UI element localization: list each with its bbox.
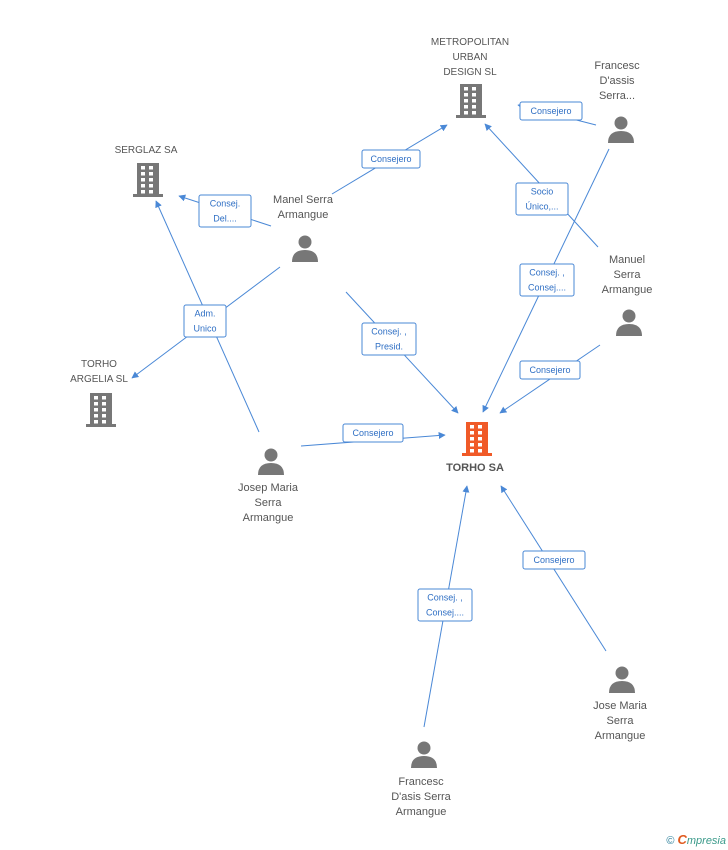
node-label: URBAN: [452, 52, 487, 63]
edge-label: Adm.: [194, 309, 215, 319]
edge-label: Del....: [213, 214, 237, 224]
node-francesc-top[interactable]: FrancescD'assisSerra...: [594, 60, 640, 143]
node-label: Serra: [614, 269, 642, 281]
edge[interactable]: Consej. Del....: [178, 194, 272, 228]
building-icon[interactable]: [86, 393, 116, 427]
node-label: DESIGN SL: [443, 67, 497, 78]
edge[interactable]: Consejero: [500, 485, 607, 652]
node-label: TORHO: [81, 359, 117, 370]
node-label: Serra: [607, 715, 635, 727]
brand-logo-initial: C: [677, 832, 687, 847]
node-label: Serra: [255, 497, 283, 509]
person-icon[interactable]: [616, 309, 642, 337]
brand-name: mpresia: [686, 835, 726, 847]
nodes: METROPOLITAN URBAN DESIGN SL SERGLAZ SA TORH…: [70, 37, 652, 818]
building-icon[interactable]: [133, 163, 163, 197]
person-icon[interactable]: [608, 116, 634, 144]
node-label: METROPOLITAN: [431, 37, 509, 48]
copyright-icon: ©: [666, 835, 675, 847]
edge-label: Consej. ,: [529, 268, 565, 278]
edge[interactable]: Consejero: [517, 101, 597, 126]
edge-label: Consej. ,: [427, 593, 463, 603]
edge-label: Presid.: [375, 342, 403, 352]
edge-label: Consej. ,: [371, 327, 407, 337]
node-label: SERGLAZ SA: [115, 145, 178, 156]
node-label: TORHO SA: [446, 462, 504, 474]
node-label: Francesc: [594, 60, 640, 72]
edge-label-box[interactable]: [519, 101, 583, 121]
brand-footer: ©Cmpresia: [666, 832, 726, 847]
person-icon[interactable]: [292, 235, 318, 263]
node-label: Armangue: [278, 209, 329, 221]
edge-label: Único,...: [525, 202, 558, 212]
node-label: ARGELIA SL: [70, 374, 128, 385]
edge-label-box[interactable]: [361, 322, 417, 356]
node-label: Armangue: [243, 512, 294, 524]
edge-label: Consej....: [426, 608, 464, 618]
edge-label-box[interactable]: [198, 194, 252, 228]
edge-label: Consej.: [210, 199, 241, 209]
node-label: D'asis Serra: [391, 791, 451, 803]
person-icon[interactable]: [609, 666, 635, 694]
edge-label-box[interactable]: [519, 360, 581, 380]
edge-label: Unico: [193, 324, 216, 334]
edge-label: Consejero: [533, 555, 574, 565]
edge-label: Consejero: [529, 365, 570, 375]
edge[interactable]: Consejero: [499, 344, 601, 414]
building-icon[interactable]: [456, 84, 486, 118]
edge[interactable]: Consej. , Presid.: [345, 291, 459, 414]
edge[interactable]: Consejero: [331, 124, 448, 195]
node-label: Manel Serra: [273, 194, 334, 206]
person-icon[interactable]: [258, 448, 284, 476]
edge-label-box[interactable]: [361, 149, 421, 169]
node-label: Armangue: [396, 806, 447, 818]
node-label: D'assis: [599, 75, 635, 87]
person-icon[interactable]: [411, 741, 437, 769]
edge-label-box[interactable]: [183, 304, 227, 338]
edge-label: Socio: [531, 187, 554, 197]
edge-label-box[interactable]: [417, 588, 473, 622]
node-label: Jose Maria: [593, 700, 648, 712]
node-serglaz[interactable]: SERGLAZ SA: [115, 145, 178, 197]
edge-label: Consejero: [370, 154, 411, 164]
edge-label: Consejero: [352, 428, 393, 438]
node-torho-sa[interactable]: TORHO SA: [446, 422, 504, 474]
node-label: Manuel: [609, 254, 645, 266]
edge[interactable]: Consej. , Consej....: [417, 485, 473, 728]
node-torho-argelia[interactable]: TORHO ARGELIA SL: [70, 359, 128, 427]
edge-label-box[interactable]: [342, 423, 404, 443]
edge[interactable]: Adm. Unico: [131, 266, 281, 379]
edge-label: Consej....: [528, 283, 566, 293]
node-metropolitan[interactable]: METROPOLITAN URBAN DESIGN SL: [431, 37, 509, 118]
edge-label: Consejero: [530, 106, 571, 116]
edge[interactable]: Consej. , Consej....: [482, 148, 610, 413]
node-label: Armangue: [595, 730, 646, 742]
edge-label-box[interactable]: [515, 182, 569, 216]
edge-label-box[interactable]: [519, 263, 575, 297]
edge[interactable]: Consejero: [300, 423, 446, 447]
node-label: Serra...: [599, 90, 635, 102]
node-label: Francesc: [398, 776, 444, 788]
edge-label-box[interactable]: [522, 550, 586, 570]
edges: ConsejeroConsej.Del....ConsejeroSocioÚni…: [131, 101, 610, 728]
node-label: Armangue: [602, 284, 653, 296]
edge[interactable]: SocioÚnico,...: [484, 123, 599, 248]
building-icon[interactable]: [462, 422, 492, 456]
node-label: Josep Maria: [238, 482, 299, 494]
